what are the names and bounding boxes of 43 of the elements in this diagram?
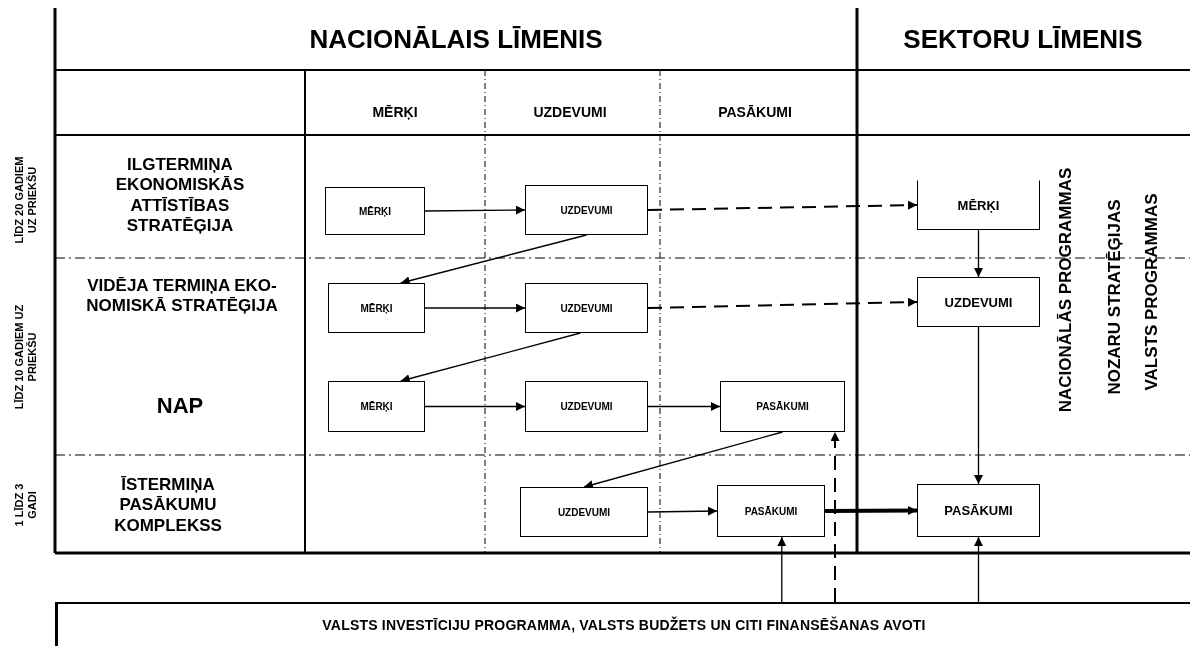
arrow bbox=[777, 536, 787, 603]
process-box: UZDEVUMI bbox=[525, 381, 648, 432]
arrow bbox=[647, 402, 721, 411]
process-box: MĒRĶI bbox=[328, 283, 425, 333]
arrow bbox=[400, 332, 581, 383]
table-heading: NAP bbox=[155, 392, 205, 420]
arrow bbox=[647, 297, 918, 309]
vertical-label: VALSTS PROGRAMMAS bbox=[1141, 192, 1162, 393]
arrow bbox=[424, 303, 526, 313]
process-box: MĒRĶI bbox=[325, 187, 425, 235]
table-heading: PASĀKUMI bbox=[717, 103, 793, 121]
vertical-label: NOZARU STRATĒĢIJAS bbox=[1104, 198, 1125, 397]
arrow bbox=[424, 205, 526, 215]
funding-sources-box: VALSTS INVESTĪCIJU PROGRAMMA, VALSTS BUDŽETS UN CITI FINANSĒŠANAS AVOTI bbox=[55, 602, 1190, 646]
vertical-label: 1 LĪDZ 3 GADI bbox=[12, 482, 39, 529]
arrow bbox=[647, 506, 718, 516]
vertical-label: NACIONĀLĀS PROGRAMMAS bbox=[1055, 166, 1076, 415]
arrow bbox=[830, 431, 840, 603]
table-heading: VIDĒJA TERMIŅA EKO- NOMISKĀ STRATĒĢIJA bbox=[85, 275, 279, 317]
process-box: UZDEVUMI bbox=[917, 277, 1040, 327]
table-heading: ĪSTERMIŅA PASĀKUMU KOMPLEKSS bbox=[113, 475, 223, 537]
process-box: UZDEVUMI bbox=[520, 487, 648, 537]
process-box: PASĀKUMI bbox=[720, 381, 845, 432]
table-heading: ILGTERMIŅA EKONOMISKĀS ATTĪSTĪBAS STRATĒĢIJA bbox=[114, 155, 246, 237]
table-heading: UZDEVUMI bbox=[532, 103, 608, 121]
process-box: MĒRĶI bbox=[917, 180, 1040, 230]
arrow bbox=[974, 229, 983, 278]
table-heading: NACIONĀLAIS LĪMENIS bbox=[308, 24, 604, 56]
process-box: UZDEVUMI bbox=[525, 185, 648, 235]
process-box: PASĀKUMI bbox=[717, 485, 825, 537]
arrow bbox=[647, 200, 918, 211]
process-box: MĒRĶI bbox=[328, 381, 425, 432]
table-heading: SEKTORU LĪMENIS bbox=[902, 24, 1144, 56]
arrow bbox=[974, 326, 983, 485]
arrow bbox=[974, 536, 983, 603]
process-box: UZDEVUMI bbox=[525, 283, 648, 333]
arrow bbox=[583, 431, 784, 489]
process-box: PASĀKUMI bbox=[917, 484, 1040, 537]
arrow bbox=[825, 506, 917, 516]
arrow bbox=[424, 402, 526, 411]
table-heading: MĒRĶI bbox=[371, 103, 419, 121]
vertical-label: LĪDZ 10 GADIEM UZ PRIEKŠU bbox=[12, 303, 39, 412]
vertical-label: LĪDZ 20 GADIEM UZ PRIEKŠU bbox=[12, 155, 39, 246]
